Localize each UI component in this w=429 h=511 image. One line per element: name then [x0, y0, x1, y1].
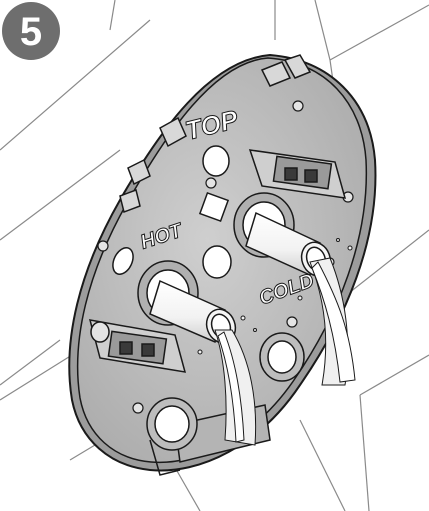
center-openings — [112, 145, 232, 279]
hot-supply-pipe — [149, 279, 237, 344]
lower-valve-cartridge — [88, 319, 187, 373]
upper-valve-cartridge — [248, 149, 347, 199]
water-streams — [197, 238, 356, 446]
top-clips — [119, 54, 312, 213]
screw-holes — [97, 100, 354, 414]
bottom-ports — [146, 332, 305, 451]
step-badge: 5 — [2, 2, 60, 60]
step-number: 5 — [20, 10, 42, 54]
